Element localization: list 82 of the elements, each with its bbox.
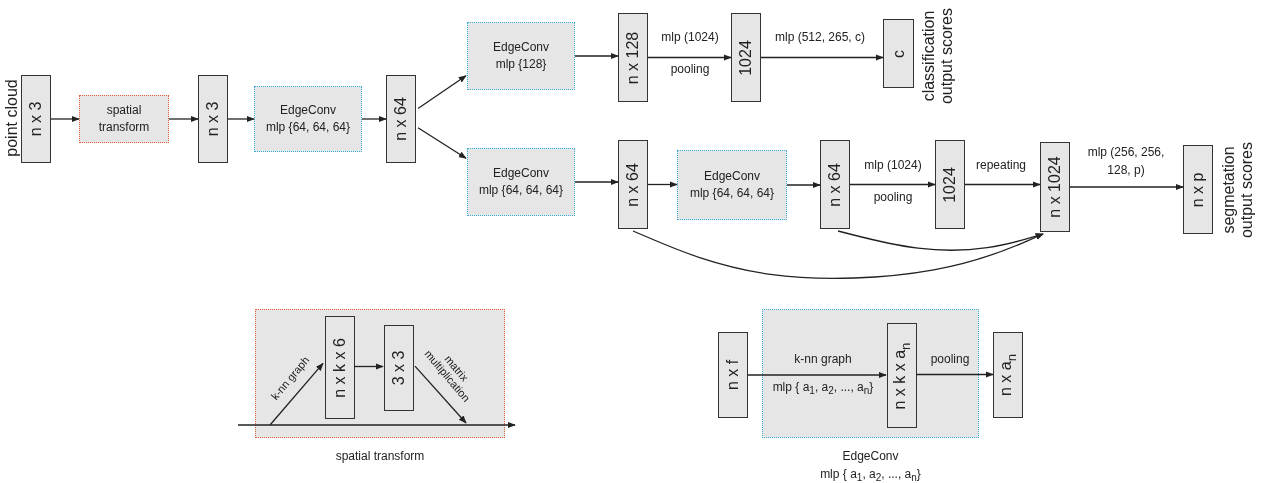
shape-label: 3 x 3 — [390, 350, 408, 386]
shape-label: n x 3 — [204, 101, 222, 137]
tensor-box — [1040, 142, 1070, 232]
tensor-box — [325, 316, 355, 419]
tensor-box — [384, 325, 414, 411]
arrow — [647, 54, 732, 61]
module-box — [467, 22, 575, 90]
arrow — [849, 181, 936, 188]
shape-label: n x 3 — [27, 101, 45, 137]
edge-label: pooling — [930, 352, 970, 366]
module-box — [677, 150, 787, 220]
arrow — [417, 75, 467, 110]
tensor-box — [887, 323, 917, 428]
arrow — [915, 371, 994, 378]
arrow — [786, 181, 821, 189]
arrow — [760, 54, 884, 61]
shape-label: n x 1024 — [1046, 156, 1064, 218]
arrow — [964, 181, 1041, 188]
side-caption: point cloud — [3, 78, 21, 159]
tensor-box — [731, 13, 761, 102]
module-box — [254, 86, 362, 152]
edge-label: repeating — [976, 158, 1026, 172]
arrow — [647, 181, 678, 188]
arrow — [1069, 183, 1184, 191]
shape-label: n x 64 — [392, 97, 410, 141]
tensor-box — [935, 140, 965, 229]
module-box — [79, 95, 169, 143]
shape-label: n x p — [1189, 172, 1207, 207]
tensor-box — [618, 140, 648, 229]
tensor-box — [820, 140, 850, 229]
shape-label: n x 128 — [624, 31, 642, 84]
arrow — [361, 115, 387, 123]
module-params: mlp {64, 64, 64} — [264, 119, 352, 136]
side-caption: segmetation output scores — [1220, 140, 1256, 241]
module-name: EdgeConv — [278, 101, 337, 119]
arrow — [574, 52, 619, 60]
edge-label: mlp (512, 265, c) — [775, 30, 865, 44]
group-subtitle: mlp { a$_{1}$, a$_{2}$, ..., a$_{n}$} — [820, 466, 921, 483]
shape-label: 1024 — [941, 166, 959, 203]
edge-label: mlp (256, 256, 128, p) — [1086, 144, 1166, 179]
arrow — [227, 115, 255, 123]
module-name: EdgeConv — [491, 38, 550, 56]
module-name: EdgeConv — [702, 167, 761, 185]
module-name: EdgeConv — [491, 164, 550, 182]
arrow — [632, 230, 1044, 279]
edge-label: k-nn graph — [794, 352, 852, 366]
tensor-box — [993, 332, 1023, 418]
shape-label: n x 64 — [826, 162, 844, 207]
arrow — [747, 371, 887, 379]
annotation-text: pooling — [670, 62, 710, 76]
arrow — [837, 230, 1044, 251]
tensor-box — [1183, 145, 1213, 234]
module-box — [467, 148, 575, 216]
edge-label: mlp (1024) — [661, 30, 719, 44]
tensor-box — [718, 332, 748, 418]
arrow — [50, 115, 80, 123]
module-name: spatial transform — [97, 101, 151, 136]
annotation-text: pooling — [873, 190, 913, 204]
shape-label: n x f — [724, 359, 742, 391]
tensor-box — [198, 75, 228, 163]
shape-label: c — [889, 49, 908, 58]
arrow — [574, 178, 619, 186]
module-params: mlp {64, 64, 64} — [477, 182, 565, 199]
tensor-box — [386, 75, 416, 163]
module-params: mlp {64, 64, 64} — [688, 185, 776, 202]
module-params: mlp {128} — [494, 56, 548, 73]
shape-label: 1024 — [737, 39, 755, 76]
tensor-box — [21, 75, 51, 163]
group-title: EdgeConv — [842, 448, 899, 465]
edge-label: mlp (1024) — [864, 158, 922, 172]
side-caption: classification output scores — [920, 6, 956, 107]
arrow — [168, 115, 199, 123]
arrow — [414, 365, 467, 424]
annotation-text: mlp { a$_{1}$, a$_{2}$, ..., a$_{n}$} — [772, 380, 874, 397]
tensor-box — [883, 19, 914, 88]
arrow — [353, 363, 384, 370]
arrow — [269, 362, 324, 426]
shape-label: n x 64 — [624, 162, 642, 207]
shape-label: n x k x 6 — [331, 337, 349, 398]
group-title: spatial transform — [335, 448, 425, 465]
arrow — [417, 127, 467, 159]
tensor-box — [618, 13, 648, 102]
